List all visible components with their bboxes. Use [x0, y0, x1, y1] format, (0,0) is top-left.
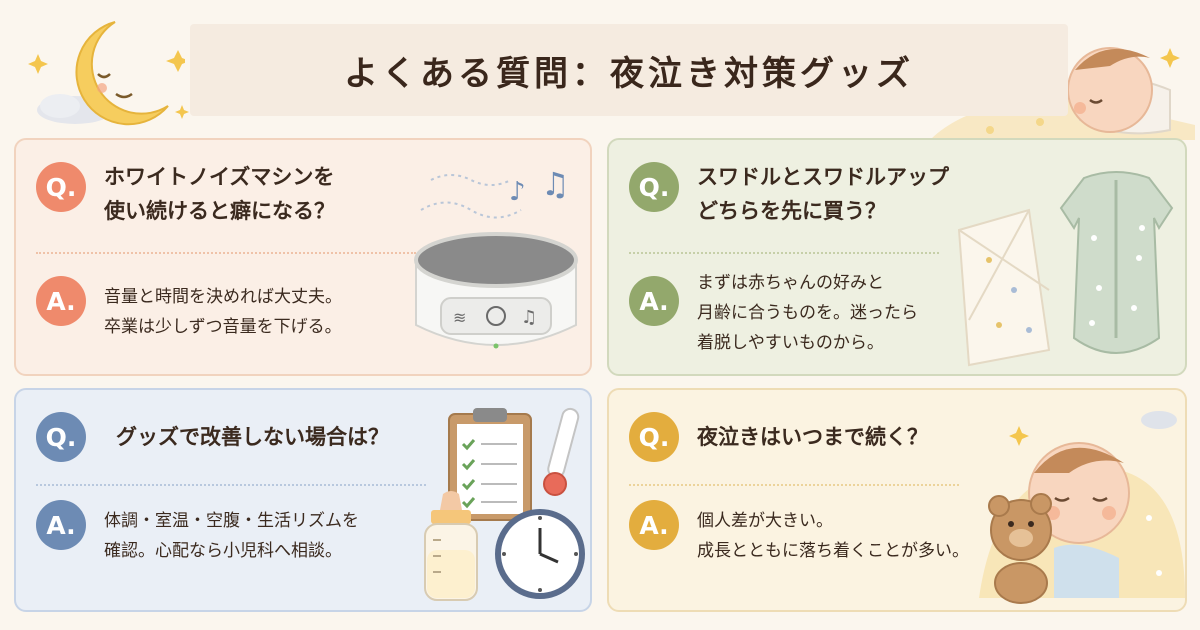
thermometer-icon [543, 407, 580, 496]
a-badge: A. [629, 276, 679, 326]
page-title: よくある質問：夜泣き対策グッズ [344, 53, 914, 94]
answer-text: まずは赤ちゃんの好みと 月齢に合うものを。迷ったら 着脱しやすいものから。 [697, 273, 918, 353]
faq-card-how-long: Q. 夜泣きはいつまで続く？ A. 個人差が大きい。 成長とともに落ち着くことが… [607, 388, 1187, 612]
a-badge: A. [36, 276, 86, 326]
answer-text: 音量と時間を決めれば大丈夫。 卒業は少しずつ音量を下げる。 [104, 287, 342, 337]
question-text: 夜泣きはいつまで続く？ [697, 425, 928, 449]
question-text: グッズで改善しない場合は？ [116, 425, 389, 449]
moon-icon [28, 21, 185, 126]
white-noise-machine-icon: ♪ ♫ ≋ ♫ [414, 165, 578, 349]
divider [629, 484, 959, 486]
divider [36, 484, 426, 486]
svg-text:≋: ≋ [453, 308, 466, 327]
sleep-sack-icon [1059, 171, 1174, 354]
divider [629, 252, 939, 254]
q-badge: Q. [36, 162, 86, 212]
svg-text:♫: ♫ [521, 307, 537, 328]
a-badge: A. [36, 500, 86, 550]
a-badge: A. [629, 500, 679, 550]
q-badge: Q. [36, 412, 86, 462]
swaddle-icon [957, 208, 1051, 367]
sleeping-baby-teddy-icon [979, 411, 1185, 604]
checklist-clipboard-icon [448, 408, 532, 521]
faq-card-no-improvement: Q. グッズで改善しない場合は？ A. 体調・室温・空腹・生活リズムを 確認。心… [14, 388, 592, 612]
svg-text:♫: ♫ [541, 165, 570, 203]
clock-icon [495, 509, 585, 599]
q-badge: Q. [629, 412, 679, 462]
answer-text: 体調・室温・空腹・生活リズムを 確認。心配なら小児科へ相談。 [104, 511, 359, 561]
star-icon [175, 105, 189, 119]
svg-text:♪: ♪ [509, 177, 526, 207]
answer-text: 個人差が大きい。 成長とともに落ち着くことが多い。 [697, 511, 969, 561]
faq-card-white-noise: Q. ホワイトノイズマシンを 使い続けると癖になる？ A. 音量と時間を決めれば… [14, 138, 592, 376]
q-badge: Q. [629, 162, 679, 212]
divider [36, 252, 416, 254]
question-text: スワドルとスワドルアップ どちらを先に買う？ [697, 165, 949, 223]
question-text: ホワイトノイズマシンを 使い続けると癖になる？ [104, 165, 335, 223]
baby-bottle-icon [424, 491, 478, 601]
faq-card-swaddle: Q. スワドルとスワドルアップ どちらを先に買う？ A. まずは赤ちゃんの好みと… [607, 138, 1187, 376]
title-band: よくある質問：夜泣き対策グッズ [190, 24, 1068, 116]
